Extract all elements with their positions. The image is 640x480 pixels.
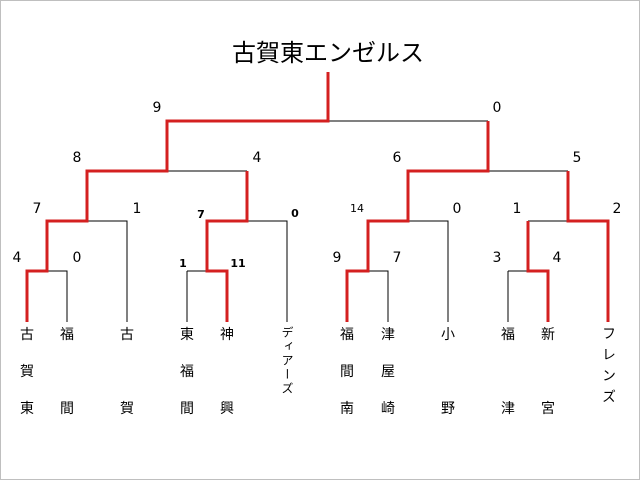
team-2-char-1: 福 [60,327,74,343]
score-final-right: 0 [493,100,502,116]
team-8-char-3: 崎 [381,401,395,417]
team-1-char-3: 東 [20,401,34,417]
champion-win-path [25,72,330,322]
score-qf1-right: 1 [133,201,142,217]
score-sf1-right: 4 [253,150,262,166]
score-final-left: 9 [153,100,162,116]
score-qf2-right: 0 [291,207,299,220]
team-8-char-2: 屋 [381,364,395,380]
score-r1c-left: 9 [333,250,342,266]
r1c-right-arm [368,270,389,322]
r1a-right-arm [47,270,68,322]
team-2-char-2: 間 [60,401,74,417]
qf2-right-arm [247,220,288,322]
team-8-char-1: 津 [381,327,395,343]
final-right-win-path [345,121,490,322]
team-5-char-1: 神 [220,327,234,343]
qf1-right-arm [87,220,128,322]
team-3-char-1: 古 [120,327,134,343]
score-r1b-left: 1 [179,257,187,270]
team-11-char-1: 新 [541,327,555,343]
r1b-left-arm [186,270,207,322]
team-9-char-1: 小 [441,327,455,343]
score-qf1-left: 7 [33,201,42,217]
team-10-char-2: 津 [501,401,515,417]
team-12-name: フレンズ [600,326,616,410]
score-sf2-left: 6 [393,150,402,166]
score-r1a-left: 4 [13,250,22,266]
score-qf4-left: 1 [513,201,522,217]
team-1-char-2: 賀 [20,364,34,380]
sf2-right-win-path [566,171,610,322]
losing-paths [47,120,568,322]
score-r1d-right: 4 [553,250,562,266]
team-5-char-2: 興 [220,401,234,417]
score-r1d-left: 3 [493,250,502,266]
team-6-name: ディアーズ [280,326,294,396]
champion-title: 古賀東エンゼルス [232,39,424,67]
winning-paths [25,72,610,322]
team-10-char-1: 福 [501,327,515,343]
score-qf3-left: 14 [350,202,364,215]
team-4-char-3: 間 [180,401,194,417]
team-4-char-2: 福 [180,364,194,380]
qf4-left-win-path [526,221,550,322]
r1d-left-arm [507,270,528,322]
score-r1c-right: 7 [393,250,402,266]
score-sf2-right: 5 [573,150,582,166]
team-4-char-1: 東 [180,327,194,343]
team-9-char-2: 野 [441,401,455,417]
team-3-char-2: 賀 [120,401,134,417]
qf3-right-arm [408,220,449,322]
team-11-char-2: 宮 [541,401,555,417]
score-sf1-left: 8 [73,150,82,166]
scores: 9 0 8 4 6 5 7 1 7 0 14 0 1 2 4 0 1 11 9 … [13,100,622,270]
team-7-char-2: 間 [340,364,354,380]
team-7-char-1: 福 [340,327,354,343]
score-r1a-right: 0 [73,250,82,266]
score-r1b-right: 11 [230,257,245,270]
team-names: 古 賀 東 福 間 古 賀 東 福 間 神 興 ディアーズ 福 間 南 津 屋 … [20,326,616,417]
score-qf2-left: 7 [197,208,205,221]
sf1-right-win-path [205,171,249,322]
score-qf3-right: 0 [453,201,462,217]
score-qf4-right: 2 [613,201,622,217]
team-1-char-1: 古 [20,327,34,343]
team-7-char-3: 南 [340,401,354,417]
